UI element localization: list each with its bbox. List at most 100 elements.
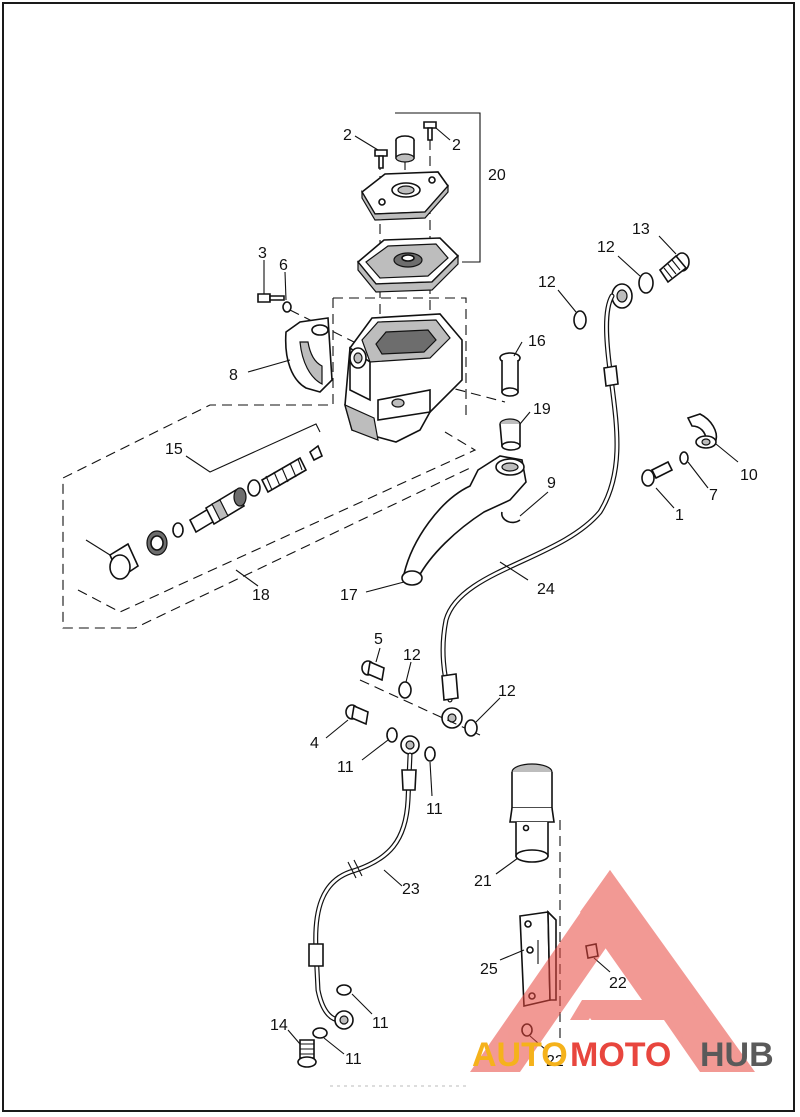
clamp-10 bbox=[686, 413, 718, 449]
washer-7 bbox=[679, 451, 689, 465]
bracket-20 bbox=[395, 112, 481, 263]
leader-18 bbox=[235, 569, 259, 587]
callout-16: 16 bbox=[528, 333, 546, 350]
callout-10: 10 bbox=[740, 467, 758, 484]
leader-4 bbox=[325, 719, 349, 739]
clutch-hose-24 bbox=[440, 293, 620, 703]
retaining-ring-9 bbox=[501, 511, 521, 524]
callout-11-b: 11 bbox=[426, 801, 443, 818]
callout-7: 7 bbox=[709, 487, 718, 504]
leader-24 bbox=[499, 561, 529, 581]
clamp bbox=[284, 317, 333, 393]
callout-22-lower: 22 bbox=[546, 1053, 564, 1070]
screw-2-left bbox=[374, 149, 388, 169]
leader-2-left bbox=[354, 135, 379, 151]
callout-4: 4 bbox=[310, 735, 319, 752]
leader-12-upper-right bbox=[617, 255, 641, 277]
callout-1: 1 bbox=[675, 507, 684, 524]
banjo-bolt-5 bbox=[361, 660, 385, 682]
callout-24: 24 bbox=[537, 581, 555, 598]
callout-20: 20 bbox=[488, 167, 506, 184]
piston-assembly bbox=[108, 444, 324, 580]
banjo-bolt-14 bbox=[297, 1039, 317, 1068]
leader-23 bbox=[383, 869, 403, 887]
logo-text-moto: MOTO bbox=[570, 1036, 671, 1074]
callout-19: 19 bbox=[533, 401, 551, 418]
clutch-hose-23 bbox=[308, 752, 417, 1023]
logo-text-hub: HUB bbox=[700, 1036, 774, 1074]
callout-12-upper-right: 12 bbox=[597, 239, 615, 256]
banjo-bolt-13 bbox=[658, 252, 690, 284]
callout-22-upper: 22 bbox=[609, 975, 627, 992]
callout-25: 25 bbox=[480, 961, 498, 978]
leader-1 bbox=[655, 487, 675, 509]
callout-2-right: 2 bbox=[452, 137, 461, 154]
lower-banjo-fitting bbox=[441, 707, 463, 729]
upper-fitting-23 bbox=[400, 735, 420, 755]
master-cylinder-body bbox=[344, 313, 463, 443]
leader-11-b bbox=[429, 761, 433, 797]
callout-6: 6 bbox=[279, 257, 288, 274]
callout-13: 13 bbox=[632, 221, 650, 238]
callout-11-a: 11 bbox=[337, 759, 354, 776]
screw-2-right bbox=[423, 121, 437, 141]
leader-15 bbox=[185, 423, 321, 473]
automotohub-logo: AUTO MOTO HUB bbox=[470, 870, 774, 1074]
washer-12-lower bbox=[464, 719, 478, 737]
leader-16 bbox=[513, 341, 523, 357]
bushing bbox=[499, 418, 521, 451]
leader-11-a bbox=[361, 739, 389, 761]
washer-6 bbox=[282, 301, 292, 313]
leader-7 bbox=[687, 461, 709, 489]
washer-11-c bbox=[336, 984, 352, 996]
group-outline-18 bbox=[77, 431, 477, 613]
screw-3 bbox=[257, 293, 285, 303]
reservoir-cover bbox=[360, 171, 450, 221]
callout-17: 17 bbox=[340, 587, 358, 604]
leader-2-right bbox=[435, 127, 451, 141]
leader-25 bbox=[499, 949, 525, 961]
callout-14: 14 bbox=[270, 1017, 288, 1034]
callout-21: 21 bbox=[474, 873, 492, 890]
clutch-lever bbox=[401, 455, 527, 586]
leader-12-mid bbox=[405, 661, 412, 683]
leader-13 bbox=[658, 235, 677, 255]
bolt-4 bbox=[345, 704, 369, 726]
leader-11-d bbox=[323, 1037, 345, 1055]
callout-18: 18 bbox=[252, 587, 270, 604]
callout-11-c: 11 bbox=[372, 1015, 389, 1032]
leader-6 bbox=[284, 271, 287, 301]
sight-plug bbox=[395, 135, 415, 163]
washer-12-upper-left bbox=[573, 310, 587, 330]
leader-12-lower bbox=[475, 697, 501, 723]
callout-3: 3 bbox=[258, 245, 267, 262]
leader-14 bbox=[287, 1029, 301, 1045]
callout-23: 23 bbox=[402, 881, 420, 898]
centerline-pivot bbox=[439, 384, 506, 403]
lower-fitting-23 bbox=[334, 1010, 354, 1030]
diaphragm bbox=[356, 237, 460, 293]
group-outline-15 bbox=[62, 298, 471, 629]
callout-12-lower: 12 bbox=[498, 683, 516, 700]
washer-11-d bbox=[312, 1027, 328, 1039]
washer-11-a bbox=[386, 727, 398, 743]
leader-10 bbox=[715, 443, 739, 463]
washer-12-upper-right bbox=[638, 272, 654, 294]
callout-12-mid: 12 bbox=[403, 647, 421, 664]
washer-11-b bbox=[424, 746, 436, 762]
logo-triangle-mark bbox=[470, 870, 755, 1072]
washer-12-mid bbox=[398, 681, 412, 699]
callout-5: 5 bbox=[374, 631, 383, 648]
leader-15-left bbox=[85, 539, 111, 556]
logo-text-auto: AUTO bbox=[472, 1036, 568, 1074]
leader-9 bbox=[519, 491, 549, 517]
leader-19 bbox=[519, 411, 531, 425]
group-outline-body bbox=[333, 297, 467, 420]
callout-9: 9 bbox=[547, 475, 556, 492]
pivot-pin bbox=[499, 352, 521, 397]
leader-11-c bbox=[351, 993, 373, 1015]
leader-8 bbox=[247, 359, 291, 373]
centerline-banjo bbox=[359, 679, 481, 736]
